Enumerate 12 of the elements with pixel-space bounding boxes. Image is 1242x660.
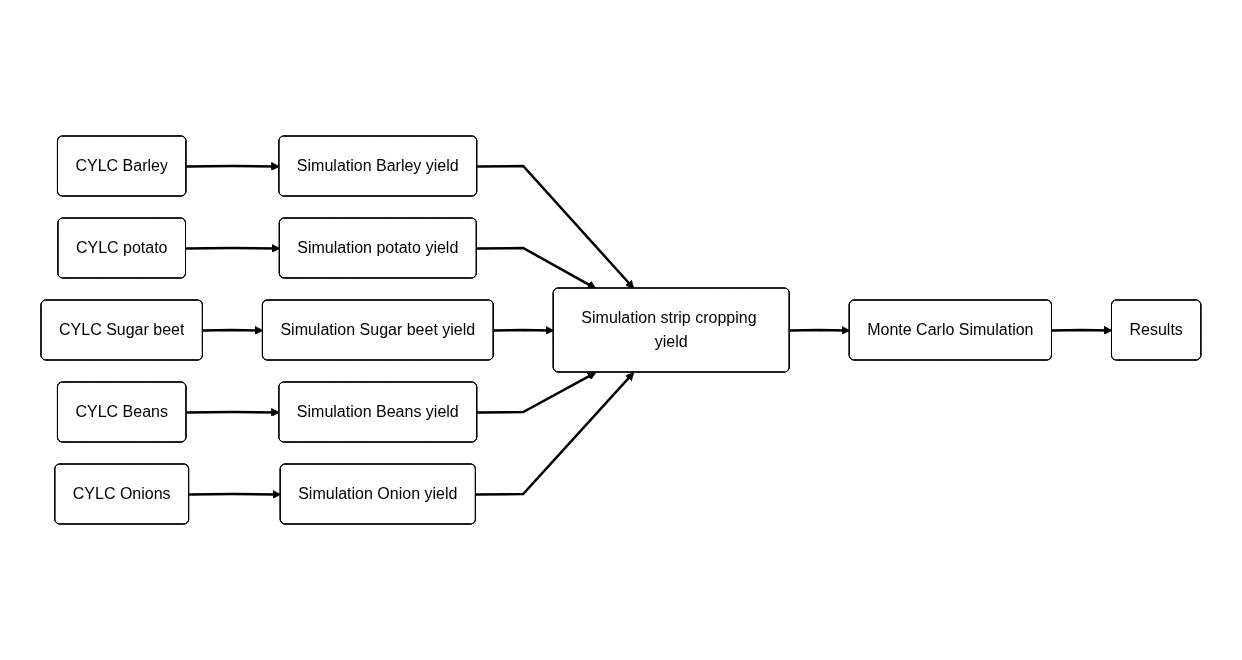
- arrow: [476, 246, 597, 289]
- arrow: [189, 490, 282, 499]
- arrow: [475, 372, 635, 496]
- arrow: [186, 244, 281, 253]
- arrow: [186, 408, 280, 417]
- arrow: [186, 162, 280, 171]
- arrow: [477, 372, 597, 414]
- arrow: [789, 325, 851, 335]
- arrow: [477, 164, 635, 289]
- arrow: [202, 325, 264, 335]
- arrow: [493, 325, 555, 335]
- arrow: [1052, 325, 1113, 335]
